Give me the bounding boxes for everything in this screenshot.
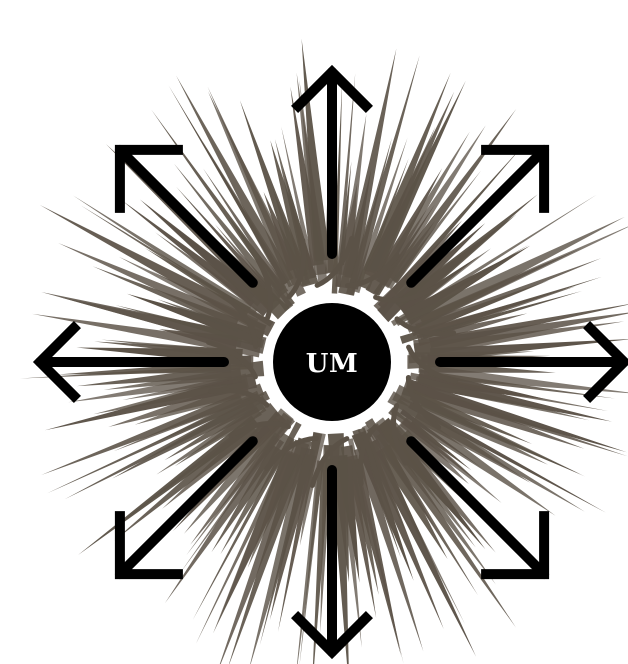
center-node: UM	[273, 303, 391, 421]
arrow-up-left	[120, 150, 253, 283]
center-label: UM	[306, 349, 358, 379]
